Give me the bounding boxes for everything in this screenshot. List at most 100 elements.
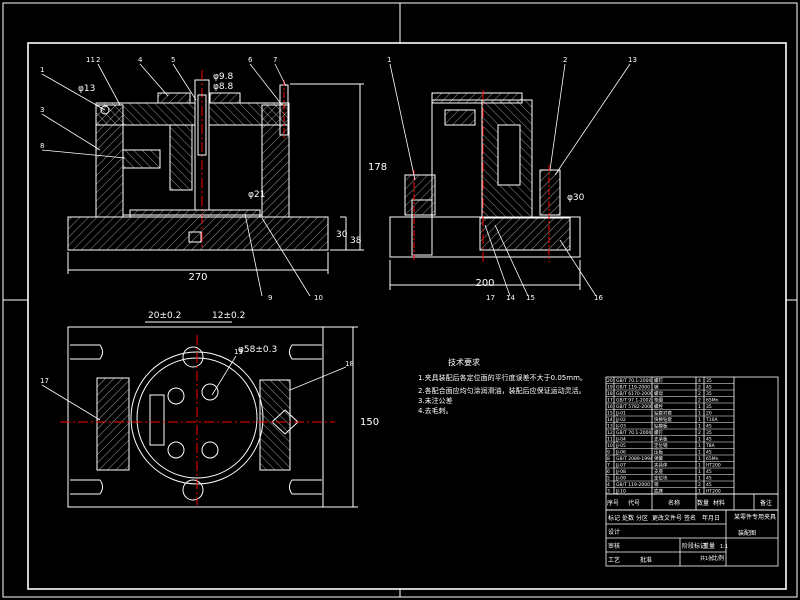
part-balloon: 6	[248, 56, 253, 64]
part-balloon: 14	[506, 294, 515, 302]
parts-cell: 35	[706, 430, 712, 436]
parts-cell: 1	[698, 469, 701, 475]
drawing-number: 装配图	[738, 529, 756, 537]
part-balloon: 17	[486, 294, 495, 302]
parts-cell: 16	[607, 404, 613, 410]
part-balloon: 4	[138, 56, 143, 64]
dim-pin-dia-top2: φ8.8	[213, 82, 234, 92]
parts-cell: 9	[607, 450, 610, 456]
parts-cell: GB/T 70.1-2000	[616, 378, 652, 384]
parts-cell: 45	[706, 450, 712, 456]
parts-cell: HT200	[706, 489, 721, 495]
parts-cell: JJ-03	[615, 424, 626, 430]
front-view	[67, 70, 364, 274]
parts-cell: HT200	[706, 463, 721, 469]
parts-cell: 3	[607, 489, 610, 495]
notes-line: 1.夹具装配后各定位面的平行度误差不大于0.05mm。	[418, 373, 587, 382]
parts-cell: 1	[698, 417, 701, 423]
title-block-text: 序号 代号 名称 数量 材料 备注 某零件专用夹具 装配图 1:1 共1张 标记…	[607, 499, 776, 564]
side-leaders	[389, 63, 631, 297]
parts-cell: 7	[607, 463, 610, 469]
dim-side-width: 200	[475, 278, 494, 289]
parts-cell: T10A	[705, 417, 718, 423]
parts-cell: 钻模板	[654, 423, 668, 430]
parts-cell: 弹簧	[654, 455, 663, 462]
part-balloon: 11	[86, 56, 95, 64]
parts-cell: 1	[698, 476, 701, 482]
part-balloon: 15	[526, 294, 535, 302]
stage-label: 重量	[703, 542, 715, 550]
parts-cell: 销	[654, 481, 659, 488]
parts-cell: 底座	[654, 488, 663, 495]
parts-cell: 20	[607, 378, 613, 384]
sheet-count: 共1张	[700, 555, 713, 562]
parts-cell: 35	[706, 391, 712, 397]
parts-cell: 35	[706, 378, 712, 384]
parts-cell: 45	[706, 437, 712, 443]
parts-cell: 定位销	[654, 442, 668, 449]
parts-cell: 45	[706, 482, 712, 488]
dim-front-left-dia: φ13	[78, 84, 95, 94]
part-balloon: 10	[314, 294, 323, 302]
parts-cell: JJ-07	[615, 463, 626, 469]
parts-cell: 45	[706, 469, 712, 475]
parts-cell: GB/T 2089-1994	[616, 456, 653, 462]
header-label: 代号	[628, 499, 640, 507]
parts-cell: JJ-06	[615, 450, 626, 456]
part-balloon: 17	[40, 377, 49, 385]
parts-cell: 1	[698, 404, 701, 410]
notes-line: 3.未注公差	[418, 396, 453, 405]
parts-cell: JJ-10	[615, 489, 626, 495]
header-label: 备注	[760, 499, 772, 507]
notes-line: 4.去毛刺。	[418, 406, 453, 415]
dim-pin-dia-top: φ9.8	[213, 72, 234, 82]
part-balloon: 3	[40, 106, 44, 114]
role-label: 审核	[608, 542, 620, 550]
header-label: 名称	[668, 499, 680, 507]
part-balloon: 9	[268, 294, 272, 302]
sign-label: 标记	[608, 514, 620, 522]
parts-cell: 19	[607, 385, 613, 391]
parts-cell: JJ-01	[615, 411, 626, 417]
parts-cell: 2	[698, 430, 701, 436]
dim-front-small-dia: φ21	[248, 190, 265, 200]
dim-plan-height: 150	[360, 417, 379, 428]
parts-cell: 15	[607, 411, 613, 417]
part-balloon: 2	[96, 56, 100, 64]
parts-cell: 35	[706, 404, 712, 410]
parts-cell: 1	[698, 437, 701, 443]
part-balloon: 1	[387, 56, 391, 64]
parts-cell: JJ-08	[615, 469, 626, 475]
dim-front-base-total: 38	[350, 236, 362, 246]
parts-cell: 钻套衬套	[654, 410, 672, 417]
part-balloon: 7	[273, 56, 277, 64]
dim-side-dia: φ30	[567, 193, 585, 203]
parts-cell: GB/T 70.1-2000	[616, 430, 652, 436]
dim-front-base-thk: 30	[336, 230, 348, 240]
parts-cell: 支承板	[654, 436, 668, 443]
dim-plan-dia: φ58±0.3	[238, 345, 277, 355]
parts-cell: 14	[607, 417, 613, 423]
stage-label: 比例	[712, 554, 724, 562]
parts-cell: 6	[607, 469, 610, 475]
parts-cell: 2	[698, 398, 701, 404]
parts-cell: 1	[698, 489, 701, 495]
parts-cell: 4	[698, 378, 701, 384]
parts-cell: 1	[698, 450, 701, 456]
plan-view	[60, 321, 358, 508]
stage-label: 阶段标记	[682, 542, 706, 550]
part-balloon: 16	[594, 294, 603, 302]
parts-cell: 支座	[654, 468, 663, 475]
sign-label: 分区	[636, 514, 648, 522]
part-balloon: 8	[40, 142, 44, 150]
parts-cell: 快换钻套	[654, 416, 672, 423]
parts-cell: 65Mn	[706, 398, 719, 404]
part-balloon: 5	[171, 56, 175, 64]
parts-cell: 螺钉	[654, 429, 663, 436]
part-balloon: 2	[563, 56, 567, 64]
parts-cell: 螺钉	[654, 377, 663, 384]
parts-cell: 12	[607, 430, 613, 436]
